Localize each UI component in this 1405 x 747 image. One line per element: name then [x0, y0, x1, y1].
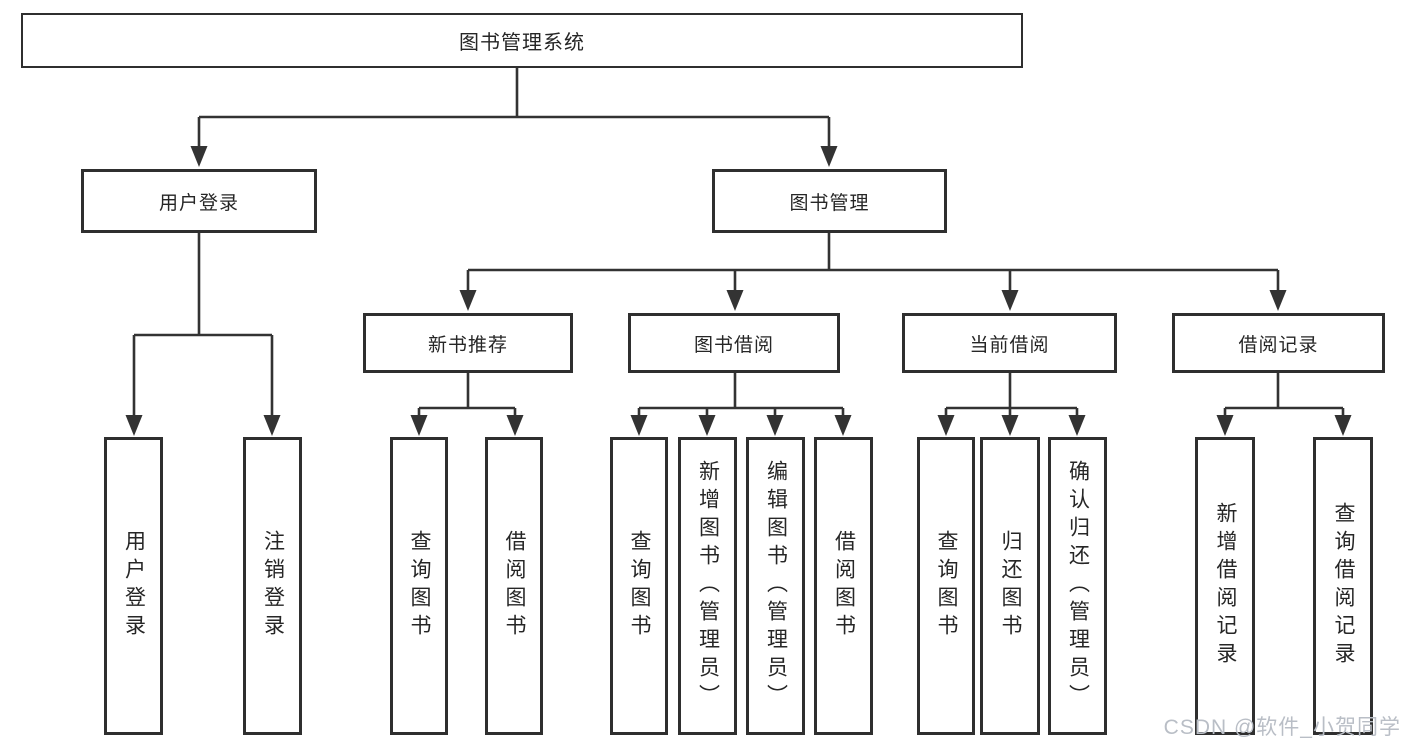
- leaf-label: 确认归还（管理员）: [1066, 460, 1090, 712]
- leaf-edit-books-admin: 编辑图书（管理员）: [746, 437, 805, 735]
- leaf-label: 新增借阅记录: [1214, 502, 1238, 670]
- leaf-label: 查询图书: [408, 530, 432, 642]
- leaf-label: 新增图书（管理员）: [696, 460, 720, 712]
- leaf-add-books-admin: 新增图书（管理员）: [678, 437, 737, 735]
- node-user-login-label: 用户登录: [158, 192, 239, 214]
- node-book-borrow-label: 图书借阅: [693, 334, 774, 356]
- node-book-borrow: 图书借阅: [628, 313, 840, 373]
- node-borrow-record: 借阅记录: [1172, 313, 1385, 373]
- leaf-query-books-2: 查询图书: [610, 437, 668, 735]
- node-root: 图书管理系统: [21, 13, 1023, 68]
- leaf-query-books-3: 查询图书: [917, 437, 975, 735]
- leaf-label: 注销登录: [261, 530, 285, 642]
- leaf-label: 用户登录: [122, 530, 146, 642]
- leaf-user-login: 用户登录: [104, 437, 163, 735]
- node-borrow-record-label: 借阅记录: [1238, 334, 1319, 356]
- node-book-management-label: 图书管理: [789, 192, 870, 214]
- node-new-book-recommend: 新书推荐: [363, 313, 573, 373]
- leaf-borrow-books-1: 借阅图书: [485, 437, 543, 735]
- leaf-query-borrow-record: 查询借阅记录: [1313, 437, 1373, 735]
- leaf-add-borrow-record: 新增借阅记录: [1195, 437, 1255, 735]
- leaf-label: 查询图书: [935, 530, 959, 642]
- node-current-borrow: 当前借阅: [902, 313, 1117, 373]
- leaf-return-books: 归还图书: [980, 437, 1040, 735]
- node-root-label: 图书管理系统: [459, 32, 585, 54]
- node-current-borrow-label: 当前借阅: [969, 334, 1050, 356]
- node-book-management: 图书管理: [712, 169, 947, 233]
- leaf-query-books-1: 查询图书: [390, 437, 448, 735]
- node-user-login: 用户登录: [81, 169, 317, 233]
- leaf-label: 查询图书: [628, 530, 652, 642]
- node-new-book-recommend-label: 新书推荐: [427, 334, 508, 356]
- arrowhead-icons: [125, 146, 1352, 436]
- leaf-logout: 注销登录: [243, 437, 302, 735]
- leaf-label: 归还图书: [999, 530, 1023, 642]
- leaf-label: 借阅图书: [832, 530, 856, 642]
- leaf-confirm-return-admin: 确认归还（管理员）: [1048, 437, 1107, 735]
- leaf-label: 查询借阅记录: [1332, 502, 1356, 670]
- leaf-label: 编辑图书（管理员）: [764, 460, 788, 712]
- leaf-borrow-books-2: 借阅图书: [814, 437, 873, 735]
- leaf-label: 借阅图书: [503, 530, 527, 642]
